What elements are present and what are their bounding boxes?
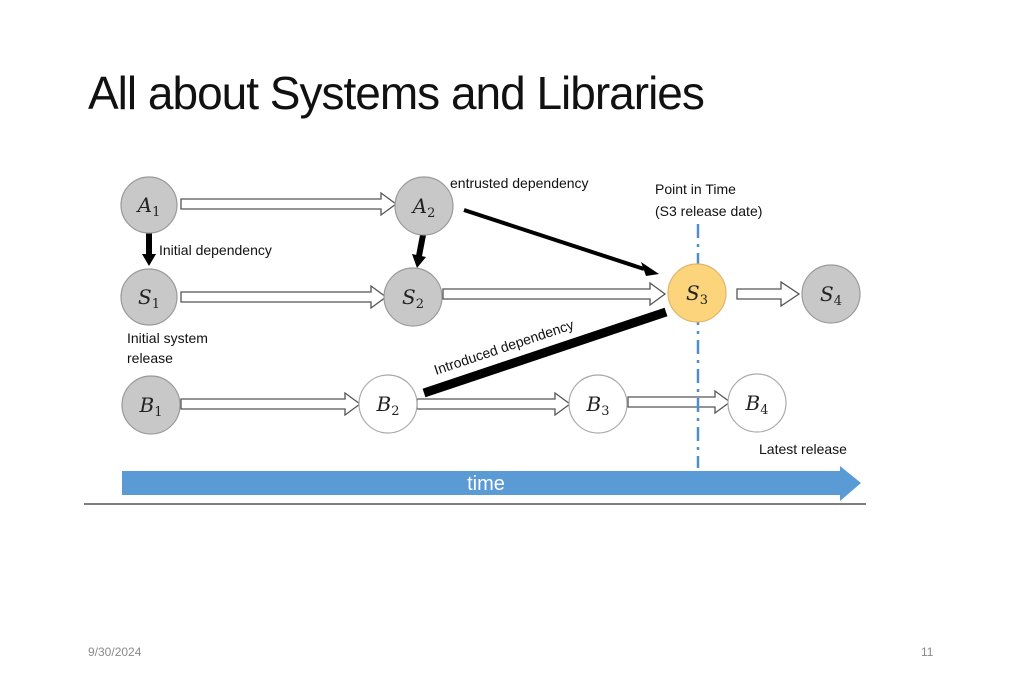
slide-title: All about Systems and Libraries [88, 67, 705, 119]
node-a2 [394, 176, 454, 236]
node-s2 [383, 267, 443, 327]
release-arrow-b2-b3 [416, 391, 572, 417]
initial-dependency-label: Initial dependency [159, 242, 272, 258]
node-b2-label: B2 [376, 392, 400, 419]
time-arrow [122, 466, 861, 501]
initial-system-label: Initial system [127, 330, 208, 346]
node-a2-label: A2 [411, 194, 436, 221]
release-arrow-s2-s3 [442, 281, 667, 307]
entrusted-dependency-line [463, 208, 645, 271]
node-b2 [358, 374, 418, 434]
node-s4-label: S4 [820, 282, 842, 309]
dependency-arrows [142, 208, 668, 398]
release-arrow-a1-a2 [180, 191, 398, 217]
point-in-time-sublabel: (S3 release date) [655, 203, 762, 219]
node-b4-label: B4 [745, 391, 769, 418]
release-arrow-s1-s2 [180, 284, 388, 310]
node-s2-label: S2 [402, 285, 424, 312]
a2-s2-dependency-head [412, 254, 426, 268]
node-s4 [801, 264, 861, 324]
release-arrow-b3-b4 [627, 389, 732, 415]
node-b3-label: B3 [586, 392, 610, 419]
point-in-time-label: Point in Time [655, 181, 736, 197]
initial-system-sublabel: release [127, 350, 173, 366]
release-arrow-b1-b2 [180, 391, 362, 417]
node-s1 [120, 268, 178, 326]
release-arrow-s3-s4 [736, 280, 801, 308]
entrusted-dependency-label: entrusted dependency [450, 175, 589, 191]
node-s3-label: S3 [686, 281, 708, 308]
node-s3 [667, 263, 727, 323]
initial-dependency-head [142, 254, 156, 266]
node-a1 [120, 176, 178, 234]
node-b3 [568, 374, 628, 434]
node-s1-label: S1 [138, 285, 160, 312]
introduced-dependency-line [422, 307, 668, 398]
slide-date: 9/30/2024 [88, 645, 142, 659]
slide-page-number: 11 [921, 645, 934, 659]
a2-s2-dependency-line [416, 234, 426, 257]
node-b1 [121, 375, 181, 435]
latest-release-label: Latest release [759, 441, 847, 457]
node-b1-label: B1 [139, 393, 163, 420]
node-b4 [727, 373, 787, 433]
time-label: time [467, 473, 505, 495]
node-a1-label: A1 [136, 193, 161, 220]
entrusted-dependency-head [641, 262, 659, 276]
